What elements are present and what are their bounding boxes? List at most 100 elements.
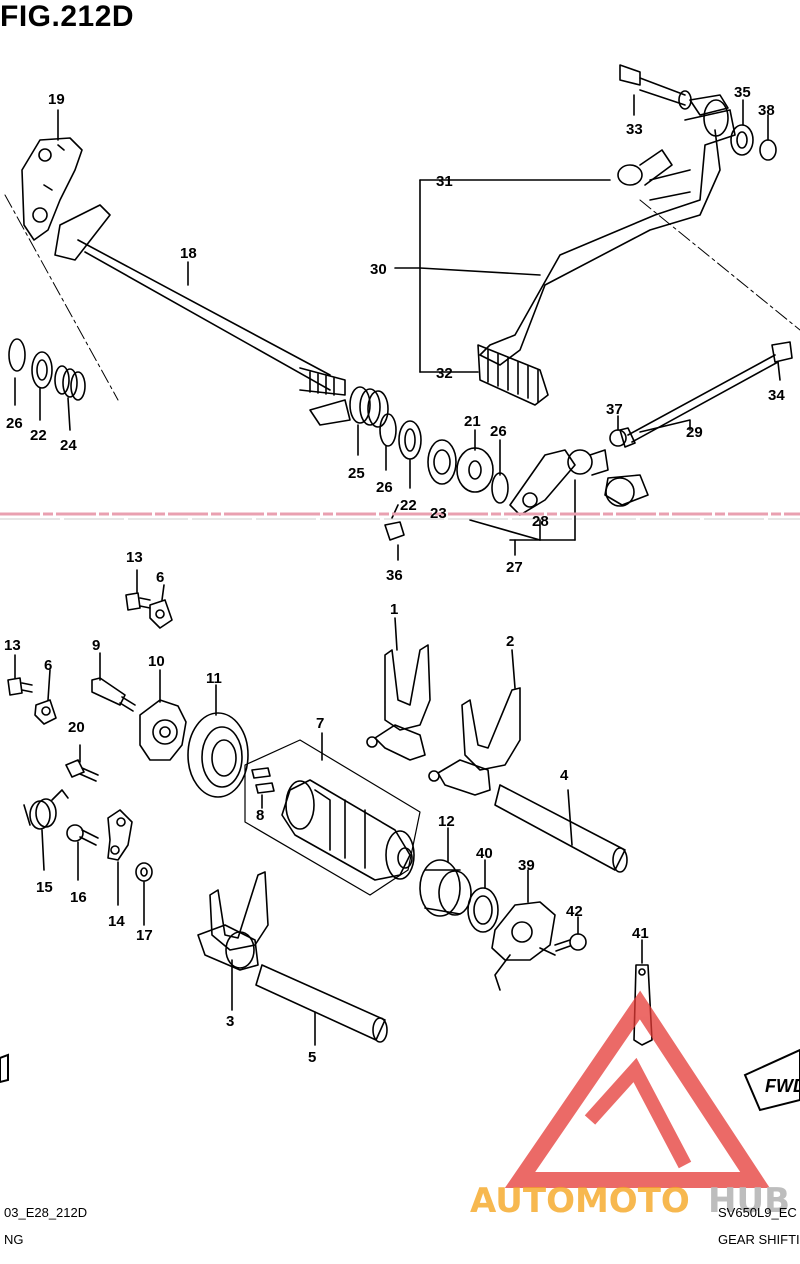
callout-label-33: 33 bbox=[626, 121, 643, 138]
watermark-text-b: HUB bbox=[708, 1181, 790, 1221]
callout-label-2: 2 bbox=[506, 633, 514, 650]
callout-label-27: 27 bbox=[506, 559, 523, 576]
part-25-spring bbox=[309, 386, 389, 428]
callout-label-24: 24 bbox=[60, 437, 77, 454]
part-23-seal bbox=[427, 439, 457, 485]
part-26-circlip-left bbox=[8, 338, 26, 372]
part-4-fork-shaft bbox=[494, 784, 628, 873]
callout-label-26: 26 bbox=[490, 423, 507, 440]
part-26-circlip-right bbox=[491, 472, 509, 504]
callout-label-22: 22 bbox=[30, 427, 47, 444]
callout-label-37: 37 bbox=[606, 401, 623, 418]
callout-label-4: 4 bbox=[560, 767, 569, 784]
part-32-footrest bbox=[477, 344, 549, 406]
part-3-shift-fork bbox=[197, 871, 269, 971]
part-26-circlip bbox=[379, 413, 397, 447]
part-16-bolt bbox=[66, 824, 84, 842]
callout-label-35: 35 bbox=[734, 84, 751, 101]
part-39-gear-sensor bbox=[491, 901, 556, 991]
callout-label-22: 22 bbox=[400, 497, 417, 514]
left-edge-icon bbox=[0, 1053, 9, 1084]
part-22-washer-left bbox=[31, 351, 53, 389]
callout-label-23: 23 bbox=[430, 505, 447, 522]
part-19-bracket bbox=[21, 137, 83, 241]
part-37-nut bbox=[609, 429, 627, 447]
part-34-nut bbox=[771, 341, 793, 363]
part-7-box bbox=[244, 739, 421, 896]
footer-left-code: 03_E28_212D bbox=[4, 1205, 88, 1220]
callout-label-14: 14 bbox=[108, 913, 125, 930]
callout-label-6: 6 bbox=[156, 569, 164, 586]
part-42-bolt bbox=[569, 933, 587, 951]
part-22-washer bbox=[398, 420, 422, 460]
part-11-bearing bbox=[187, 712, 249, 798]
callout-label-12: 12 bbox=[438, 813, 455, 830]
watermark-text-a: AUTOMOTO bbox=[470, 1181, 690, 1221]
callout-label-1: 1 bbox=[390, 601, 398, 618]
part-8-pin-b bbox=[255, 782, 275, 794]
part-17-washer bbox=[135, 862, 153, 882]
callout-label-32: 32 bbox=[436, 365, 453, 382]
watermark-logo-icon bbox=[504, 990, 770, 1188]
part-30-pedal bbox=[479, 94, 736, 366]
callout-label-34: 34 bbox=[768, 387, 785, 404]
footer-right-name: GEAR SHIFTI bbox=[718, 1232, 800, 1247]
callout-label-39: 39 bbox=[518, 857, 535, 874]
part-13-screw-top bbox=[125, 592, 141, 611]
part-35-washer bbox=[730, 124, 754, 156]
callout-label-13: 13 bbox=[4, 637, 21, 654]
callout-label-29: 29 bbox=[686, 424, 703, 441]
callout-label-38: 38 bbox=[758, 102, 775, 119]
fwd-label: FWD bbox=[765, 1076, 800, 1096]
part-10-cam-plate bbox=[139, 699, 187, 761]
part-21-washer bbox=[456, 447, 494, 493]
part-18-shaft bbox=[54, 204, 346, 396]
callout-label-26: 26 bbox=[6, 415, 23, 432]
callout-label-3: 3 bbox=[226, 1013, 234, 1030]
part-31-joint bbox=[617, 149, 673, 186]
part-2-shift-fork bbox=[428, 687, 521, 796]
callout-label-8: 8 bbox=[256, 807, 264, 824]
callout-label-10: 10 bbox=[148, 653, 165, 670]
callout-label-21: 21 bbox=[464, 413, 481, 430]
part-7-shift-drum bbox=[281, 779, 415, 881]
footer-right-code: SV650L9_EC bbox=[718, 1205, 797, 1220]
part-38-clip bbox=[759, 139, 777, 161]
part-1-shift-fork bbox=[366, 644, 431, 761]
part-8-pin-a bbox=[251, 767, 271, 779]
callout-label-42: 42 bbox=[566, 903, 583, 920]
callout-label-9: 9 bbox=[92, 637, 100, 654]
part-24-spring-left bbox=[54, 365, 86, 401]
part-15-spring bbox=[23, 789, 69, 830]
part-20-bolt bbox=[65, 759, 85, 778]
part-33-bolt bbox=[619, 64, 692, 110]
callout-label-6: 6 bbox=[44, 657, 52, 674]
callout-label-20: 20 bbox=[68, 719, 85, 736]
callout-label-17: 17 bbox=[136, 927, 153, 944]
part-12-needle-bearing bbox=[419, 859, 472, 917]
part-41-clamp bbox=[633, 964, 653, 1046]
part-5-fork-shaft bbox=[255, 964, 388, 1043]
part-13-screw-left bbox=[7, 677, 23, 696]
part-36-bolt bbox=[384, 521, 405, 541]
callout-label-16: 16 bbox=[70, 889, 87, 906]
callout-label-13: 13 bbox=[126, 549, 143, 566]
callout-label-15: 15 bbox=[36, 879, 53, 896]
callout-label-5: 5 bbox=[308, 1049, 316, 1066]
callout-label-31: 31 bbox=[436, 173, 453, 190]
fwd-arrow: FWD bbox=[743, 1048, 800, 1112]
callout-label-41: 41 bbox=[632, 925, 649, 942]
part-6-plate-top bbox=[149, 599, 173, 629]
callout-label-36: 36 bbox=[386, 567, 403, 584]
callout-label-11: 11 bbox=[206, 670, 222, 687]
callout-label-40: 40 bbox=[476, 845, 493, 862]
part-14-stopper bbox=[107, 809, 133, 861]
figure-title: FIG.212D bbox=[0, 0, 135, 33]
callout-label-25: 25 bbox=[348, 465, 365, 482]
footer-left-name: NG bbox=[4, 1232, 24, 1247]
part-28-arm bbox=[509, 449, 609, 516]
callout-label-7: 7 bbox=[316, 715, 324, 732]
callout-label-18: 18 bbox=[180, 245, 197, 262]
